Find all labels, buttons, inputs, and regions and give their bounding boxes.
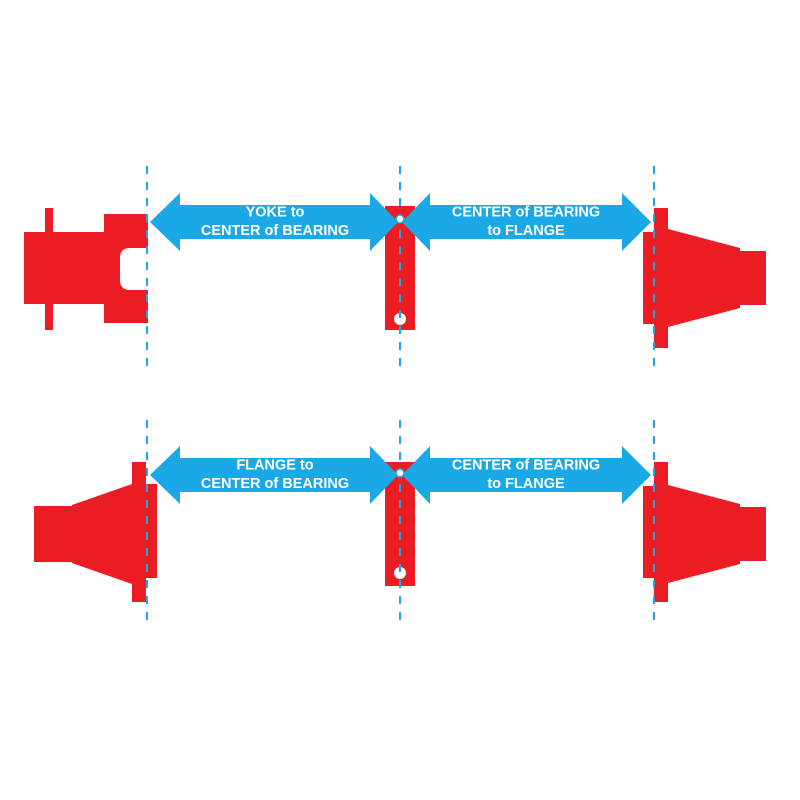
bearing-hole <box>394 567 406 579</box>
bearing-center-marker <box>395 468 405 478</box>
bottom-row: FLANGE to CENTER of BEARING CENTER of BE… <box>34 420 766 624</box>
flange-right <box>643 208 766 348</box>
top-row: YOKE to CENTER of BEARING CENTER of BEAR… <box>24 166 766 370</box>
arrow-center-to-flange: CENTER of BEARING to FLANGE <box>402 193 651 251</box>
arrow-center-to-flange: CENTER of BEARING to FLANGE <box>402 446 651 504</box>
arrow-yoke-to-center: YOKE to CENTER of BEARING <box>150 193 398 251</box>
arrow-label-line1: FLANGE to <box>236 458 313 474</box>
arrow-label-line1: CENTER of BEARING <box>452 205 600 221</box>
arrow-flange-to-center: FLANGE to CENTER of BEARING <box>150 446 398 504</box>
arrow-label-line1: YOKE to <box>246 205 305 221</box>
flange-left <box>34 462 157 602</box>
arrow-label-line2: to FLANGE <box>487 223 565 239</box>
bearing-hole <box>394 313 406 325</box>
arrow-label-line2: to FLANGE <box>487 476 565 492</box>
arrow-label-line1: CENTER of BEARING <box>452 458 600 474</box>
flange-right <box>643 462 766 602</box>
yoke <box>24 208 148 330</box>
arrow-label-line2: CENTER of BEARING <box>201 476 349 492</box>
arrow-label-line2: CENTER of BEARING <box>201 223 349 239</box>
bearing-center-marker <box>395 214 405 224</box>
